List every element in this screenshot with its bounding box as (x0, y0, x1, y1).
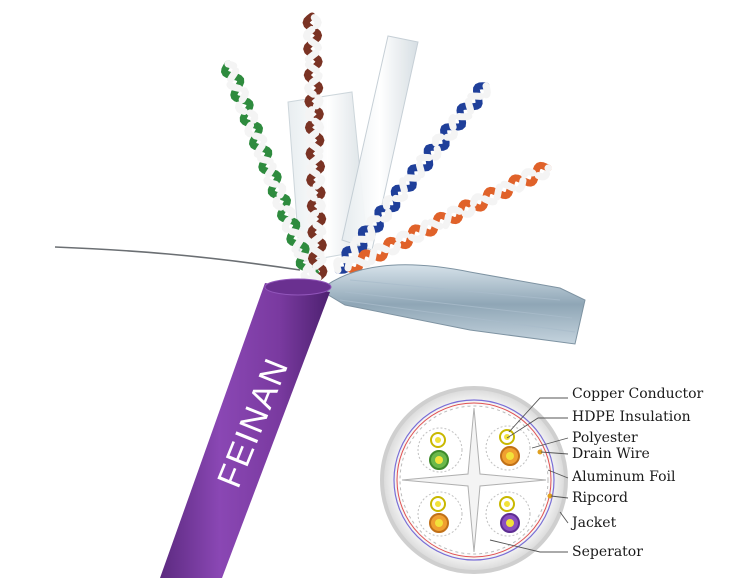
label-aluminum-foil: Aluminum Foil (572, 469, 676, 485)
pair-orange (344, 161, 552, 275)
xs-pair-br (485, 491, 531, 537)
xs-pair-tr (485, 425, 531, 471)
pair-brown (302, 12, 328, 282)
xs-ripcord (547, 493, 553, 499)
pair-brown-white-wire (302, 12, 328, 282)
xs-separator (401, 407, 547, 553)
label-drain-wire: Drain Wire (572, 446, 650, 462)
leader-lines (489, 397, 569, 553)
pair-green-white-wire (224, 60, 316, 284)
xs-pair-bl (417, 491, 463, 537)
pair-green (220, 60, 320, 284)
label-polyester: Polyester (572, 430, 638, 446)
label-hdpe-insulation: HDPE Insulation (572, 409, 691, 425)
twisted-pairs (220, 12, 552, 284)
xs-drain-wire (537, 449, 543, 455)
jacket-end (264, 278, 332, 296)
pair-blue-white-wire (333, 82, 491, 274)
xs-pair-tl (417, 427, 463, 473)
label-jacket: Jacket (572, 515, 617, 531)
label-ripcord: Ripcord (572, 490, 628, 506)
label-copper-conductor: Copper Conductor (572, 386, 704, 402)
pair-blue (333, 82, 491, 274)
pair-orange-white-wire (344, 164, 552, 272)
cable-jacket (160, 283, 330, 578)
cross-section (380, 386, 568, 574)
drain-wire (54, 246, 301, 271)
label-seperator: Seperator (572, 544, 643, 560)
